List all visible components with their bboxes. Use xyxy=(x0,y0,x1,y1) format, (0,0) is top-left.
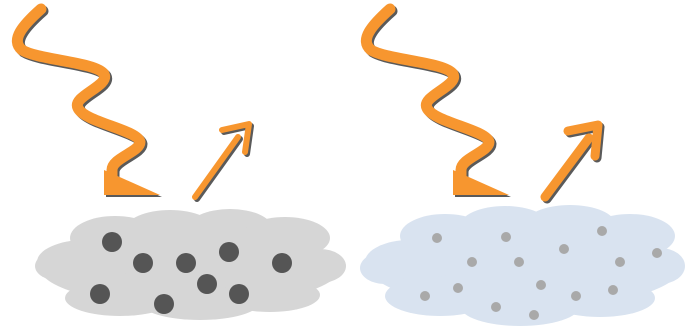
wave-arrowhead xyxy=(104,170,160,195)
light-particle-icon xyxy=(571,291,581,301)
left-panel xyxy=(17,9,346,320)
incoming-light-wave-icon xyxy=(17,9,162,197)
light-particle-icon xyxy=(652,248,662,258)
light-particle-icon xyxy=(491,302,501,312)
light-particle-icon xyxy=(467,257,477,267)
light-particle-icon xyxy=(501,232,511,242)
light-particle-icon xyxy=(420,291,430,301)
light-particle-icon xyxy=(453,283,463,293)
light-particle-icon xyxy=(529,310,539,320)
dark-particle-icon xyxy=(197,274,217,294)
light-particle-icon xyxy=(514,257,524,267)
light-particle-icon xyxy=(432,233,442,243)
light-particle-icon xyxy=(559,244,569,254)
right-panel xyxy=(366,9,600,199)
dark-particle-icon xyxy=(272,253,292,273)
dark-particle-icon xyxy=(102,232,122,252)
reflected-arrow-icon xyxy=(195,124,251,199)
dark-particle-icon xyxy=(90,284,110,304)
light-particle-icon xyxy=(608,285,618,295)
light-particle-icon xyxy=(597,226,607,236)
dark-particle-icon xyxy=(229,284,249,304)
incoming-light-wave-icon xyxy=(366,9,511,197)
dark-particle-icon xyxy=(133,253,153,273)
dark-particle-icon xyxy=(154,294,174,314)
dark-particle-icon xyxy=(176,253,196,273)
reflected-arrow-icon xyxy=(545,125,600,199)
wave-stroke xyxy=(17,9,140,186)
wave-shadow xyxy=(19,11,162,197)
light-particle-icon xyxy=(536,280,546,290)
light-particle-icon xyxy=(615,257,625,267)
dark-particle-icon xyxy=(219,242,239,262)
